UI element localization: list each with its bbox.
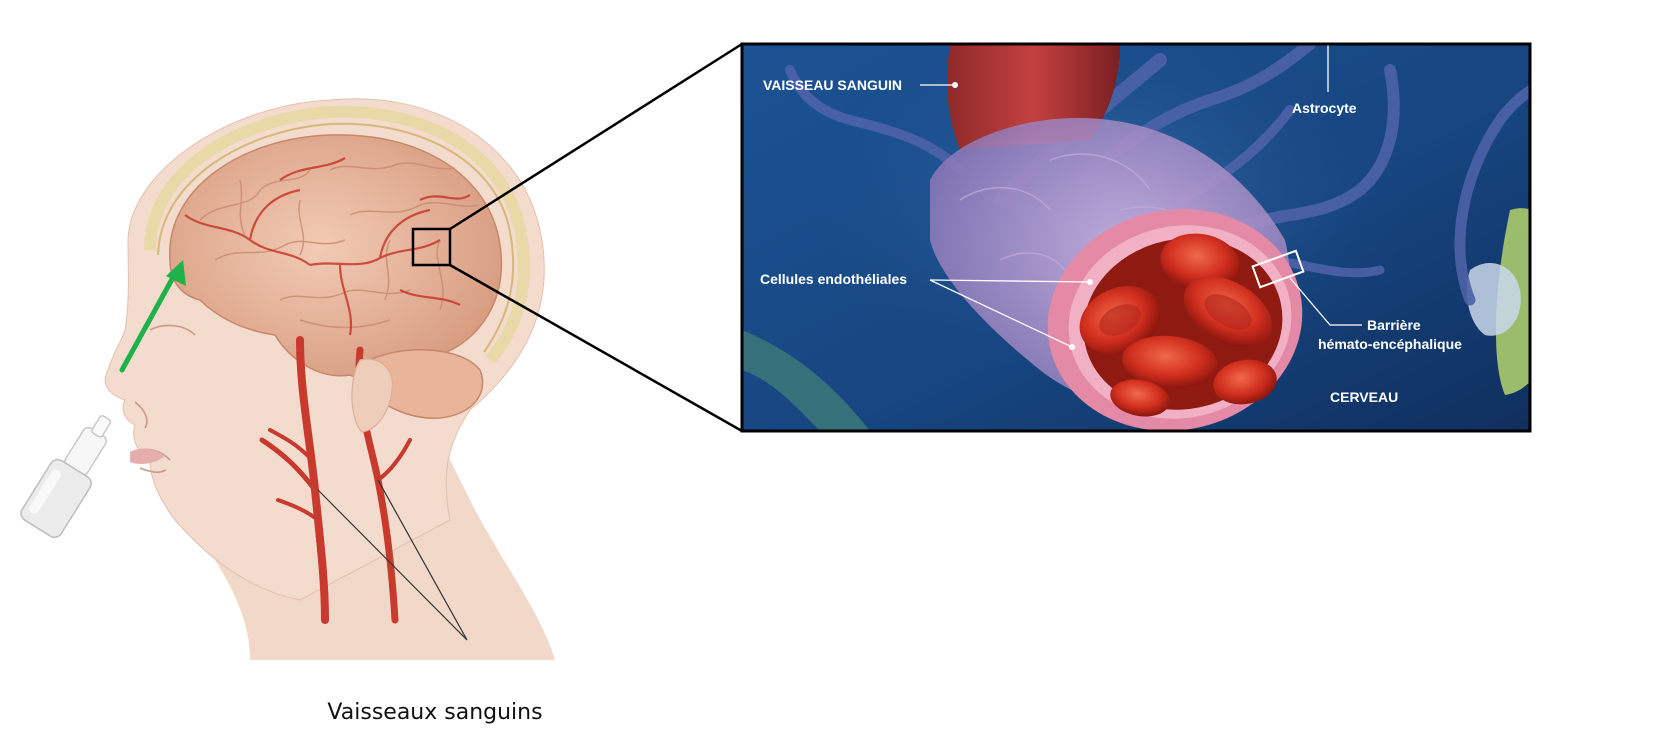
label-vessel: VAISSEAU SANGUIN — [763, 77, 902, 93]
label-barrier-line1: Barrière — [1367, 317, 1421, 333]
brain-folds — [199, 162, 479, 329]
brain-arteries — [184, 157, 471, 336]
barrier-highlight-box — [1251, 249, 1305, 289]
leader-dots — [952, 82, 1093, 350]
zoom-region-box — [411, 227, 452, 267]
label-astrocyte: Astrocyte — [1292, 100, 1357, 116]
head-illustration — [104, 98, 555, 660]
inset-border — [740, 42, 1532, 433]
lips — [130, 448, 165, 464]
skull-inner — [157, 122, 515, 353]
caption-pointer-lines — [317, 479, 468, 641]
red-blood-cells — [1079, 233, 1277, 417]
caption-blood-vessels: Vaisseaux sanguins — [327, 700, 543, 725]
label-brain: CERVEAU — [1330, 389, 1398, 405]
zoom-connectors — [449, 42, 743, 433]
ear — [351, 358, 393, 433]
inset-panel: VAISSEAU SANGUIN Astrocyte Cellules endo… — [742, 44, 1530, 431]
cerebellum — [369, 349, 484, 419]
brain — [169, 134, 502, 384]
leader-lines — [920, 44, 1362, 348]
background-strand — [742, 330, 870, 431]
label-barrier-line2: hémato-encéphalique — [1318, 336, 1462, 352]
green-arrow — [119, 260, 186, 373]
skull-bone — [144, 105, 530, 364]
label-endothelial: Cellules endothéliales — [760, 271, 907, 287]
nasal-spray-icon — [20, 415, 112, 539]
